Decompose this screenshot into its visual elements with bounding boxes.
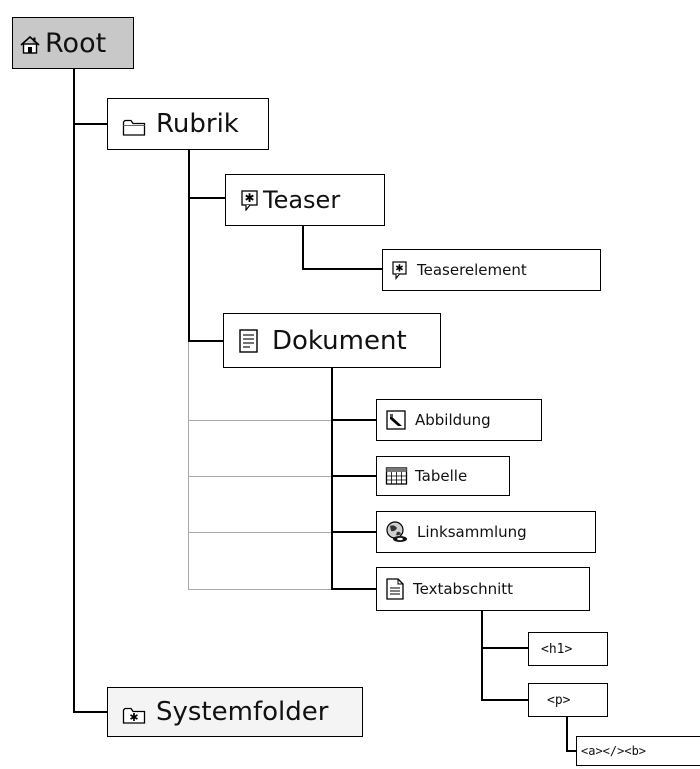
image-icon [385,409,407,431]
connector-root-trunk [73,68,75,712]
inline-tags-label: <a></><b> [581,744,647,758]
dokument-label: Dokument [272,325,407,356]
root-label: Root [45,27,107,59]
p-label: <p> [547,692,571,708]
tabelle-label: Tabelle [415,467,468,485]
document-icon [238,328,260,354]
linksammlung-label: Linksammlung [417,523,527,541]
connector-grey-linksammlung [188,532,332,533]
connector-teaser-teaserelement [302,268,382,270]
tree-node-teaser[interactable]: ✱ Teaser [225,174,385,226]
tree-node-p[interactable]: <p> [528,683,608,717]
teaser-icon: ✱ [240,189,260,212]
tree-node-h1[interactable]: <h1> [528,632,608,666]
svg-text:✱: ✱ [244,191,254,205]
textabschnitt-label: Textabschnitt [413,580,514,598]
tree-node-dokument[interactable]: Dokument [223,313,441,368]
tree-node-abbildung[interactable]: Abbildung [376,399,542,441]
tree-node-tabelle[interactable]: Tabelle [376,456,510,496]
connector-p-trunk [566,716,568,752]
system-folder-icon: ✱ [122,702,146,724]
connector-text-h1 [481,647,528,649]
connector-root-systemfolder [73,711,107,713]
teaser-label: Teaser [263,186,341,214]
connector-dokument-trunk [331,368,333,590]
globe-link-icon [385,520,409,544]
connector-grey-abbildung [188,420,332,421]
tree-node-teaserelement[interactable]: ✱ Teaserelement [382,249,601,291]
text-page-icon [385,577,405,601]
home-icon [19,32,41,54]
tree-node-rubrik[interactable]: Rubrik [107,98,269,150]
teaserelement-label: Teaserelement [417,261,527,279]
connector-grey-tabelle [188,476,332,477]
connector-dokument-tabelle [331,475,376,477]
abbildung-label: Abbildung [415,411,491,429]
tree-node-inline-tags[interactable]: <a></><b> [576,736,700,766]
connector-dokument-textabschnitt [331,588,376,590]
connector-rubrik-dokument [188,340,223,342]
connector-teaser-trunk [302,226,304,270]
systemfolder-label: Systemfolder [156,697,329,727]
connector-rubrik-trunk [188,149,190,342]
svg-text:✱: ✱ [395,264,403,275]
svg-text:✱: ✱ [129,711,138,724]
tree-node-linksammlung[interactable]: Linksammlung [376,511,596,553]
connector-text-trunk [481,611,483,700]
folder-icon [122,114,146,136]
connector-root-rubrik [73,123,107,125]
tree-node-systemfolder[interactable]: ✱ Systemfolder [107,687,363,737]
connector-grey-textabschnitt [188,589,332,590]
connector-dokument-linksammlung [331,531,376,533]
table-icon [385,466,409,486]
tree-node-root[interactable]: Root [12,17,134,69]
teaser-icon: ✱ [391,260,409,281]
connector-p-inline [566,750,576,752]
connector-grey-trunk [188,342,189,590]
connector-dokument-abbildung [331,419,376,421]
h1-label: <h1> [541,641,573,657]
connector-text-p [481,699,528,701]
connector-rubrik-teaser [188,197,225,199]
rubrik-label: Rubrik [156,109,239,139]
tree-node-textabschnitt[interactable]: Textabschnitt [376,567,590,611]
